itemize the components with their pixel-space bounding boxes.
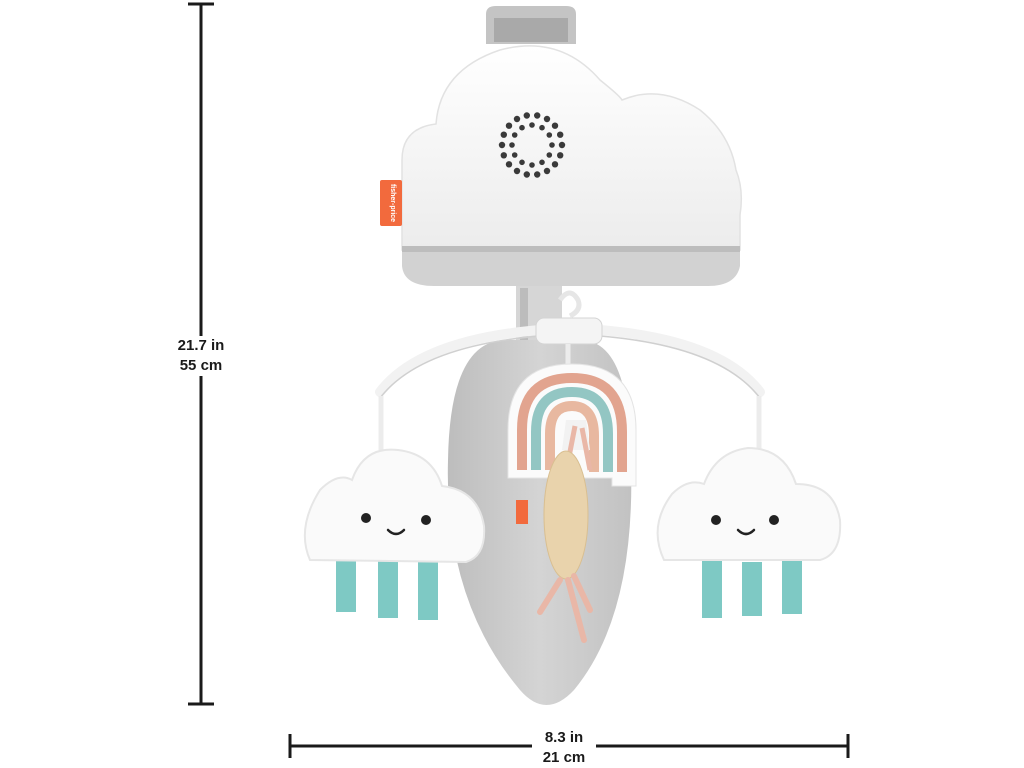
grille-dot xyxy=(511,152,518,158)
grille-dot xyxy=(523,112,530,119)
grille-dot xyxy=(505,122,513,129)
grille-dot xyxy=(523,171,530,178)
grille-dot xyxy=(534,171,541,178)
moon-plush xyxy=(537,420,593,643)
width-imperial: 8.3 in xyxy=(544,729,584,746)
speaker-grille-icon xyxy=(498,112,566,178)
height-dimension-label: 21.7 in 55 cm xyxy=(170,336,232,376)
grille-dot xyxy=(549,142,555,148)
grille-dot xyxy=(513,167,521,175)
grille-dot xyxy=(529,122,535,128)
grille-dot xyxy=(509,142,515,148)
mounting-clip xyxy=(486,6,576,44)
grille-dot xyxy=(539,159,545,166)
brand-tag: fisher-price xyxy=(380,180,402,226)
mobile-arms xyxy=(375,325,765,397)
grille-dot xyxy=(529,162,535,168)
cloud-housing xyxy=(401,45,743,286)
grille-dot xyxy=(543,115,551,123)
grille-dot xyxy=(557,131,564,138)
width-dimension-label: 8.3 in 21 cm xyxy=(532,728,596,768)
grille-dot xyxy=(505,161,513,168)
pad-brand-tag xyxy=(516,500,528,524)
width-metric: 21 cm xyxy=(542,749,586,766)
mobile-hub xyxy=(535,290,603,345)
grille-dot xyxy=(519,124,525,131)
grille-dot xyxy=(519,159,525,166)
grille-dot xyxy=(543,167,551,175)
grille-dot xyxy=(558,141,566,149)
right-cloud-plush xyxy=(656,446,842,618)
grille-dot xyxy=(511,132,518,138)
height-imperial: 21.7 in xyxy=(177,337,225,354)
grille-dot xyxy=(546,132,553,138)
grille-dot xyxy=(498,141,506,149)
height-metric: 55 cm xyxy=(179,357,223,374)
grille-dot xyxy=(534,112,541,119)
grille-dot xyxy=(551,161,559,168)
grille-dot xyxy=(513,115,521,123)
grille-dot xyxy=(551,122,559,129)
brand-tag-logo: fisher-price xyxy=(389,184,396,222)
left-cloud-plush xyxy=(303,448,486,620)
grille-dot xyxy=(557,152,564,159)
grille-dot xyxy=(546,152,553,158)
grille-dot xyxy=(539,124,545,131)
grille-dot xyxy=(500,152,507,159)
grille-dot xyxy=(500,131,507,138)
